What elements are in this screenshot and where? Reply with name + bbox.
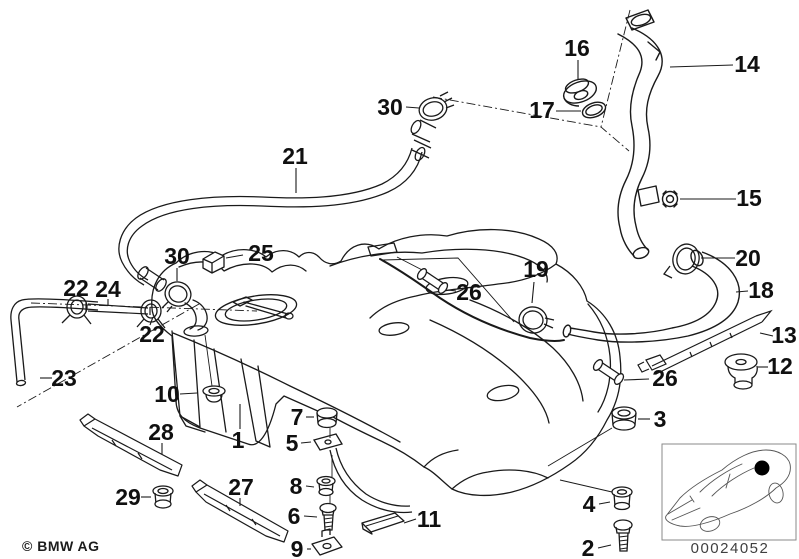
part-callout-6: 6: [288, 503, 301, 529]
part-callout-26: 26: [652, 365, 678, 391]
part-sealing-ring: [581, 101, 607, 119]
centerline-dashdot: [16, 9, 631, 408]
copyright-text: © BMW AG: [22, 538, 100, 554]
part-callout-10: 10: [154, 381, 180, 407]
part-fuel-tank: [151, 228, 622, 497]
part-callout-18: 18: [748, 277, 774, 303]
part-callout-22: 22: [63, 275, 89, 301]
part-bushing-3: [611, 406, 637, 431]
part-callout-27: 27: [228, 474, 254, 500]
tank-location-dot: [754, 460, 770, 476]
part-rubber-pad-11: [361, 512, 405, 535]
part-heat-shield-27: [191, 479, 289, 543]
part-callout-21: 21: [282, 143, 308, 169]
part-hose-clamp-19: [518, 306, 555, 334]
part-callout-2: 2: [582, 535, 595, 559]
part-spacer-26-left: [416, 268, 449, 294]
part-callout-5: 5: [286, 430, 299, 456]
part-callout-15: 15: [736, 185, 762, 211]
part-callout-28: 28: [148, 419, 174, 445]
part-filler-hose-18: [562, 249, 740, 343]
car-location-inset: [661, 443, 797, 541]
part-callout-24: 24: [95, 276, 121, 302]
part-spacer-26-right: [592, 359, 625, 385]
part-connector-pipe-24: [85, 303, 151, 315]
part-vent-hose-23: [10, 298, 99, 387]
pointer-lines: [204, 256, 613, 493]
part-grommet-10: [202, 385, 226, 403]
part-plug-12: [724, 353, 758, 390]
part-callout-9: 9: [291, 536, 304, 559]
part-heat-shield-28: [79, 413, 183, 477]
part-callout-19: 19: [523, 256, 549, 282]
part-callout-3: 3: [654, 406, 667, 432]
part-callout-8: 8: [290, 473, 303, 499]
part-callout-1: 1: [232, 427, 245, 453]
part-clamp-22-right: [136, 299, 166, 329]
part-vent-hose-21: [118, 119, 437, 292]
part-rivet-nut-4: [611, 486, 633, 511]
part-grommet-29: [152, 485, 174, 509]
part-callout-29: 29: [115, 484, 141, 510]
leader-lines: [40, 60, 774, 550]
part-callout-23: 23: [51, 365, 77, 391]
part-callout-14: 14: [734, 51, 760, 77]
part-callout-13: 13: [771, 322, 797, 348]
part-callout-20: 20: [735, 245, 761, 271]
part-callout-30: 30: [164, 243, 190, 269]
diagram-id: 00024052: [690, 540, 770, 557]
part-callout-17: 17: [529, 97, 555, 123]
part-rivet-nut-8: [316, 475, 336, 497]
part-fuel-cap: [562, 78, 598, 107]
part-callout-7: 7: [291, 404, 304, 430]
part-hose-clamp-30-left: [161, 281, 192, 313]
part-filler-pipe: [617, 9, 679, 260]
part-callout-26: 26: [456, 279, 482, 305]
part-hose-clamp-20: [663, 243, 700, 279]
part-callout-4: 4: [583, 491, 596, 517]
part-callout-22: 22: [139, 321, 165, 347]
part-hose-clamp-30-top: [418, 91, 455, 121]
part-callout-11: 11: [417, 506, 442, 532]
part-callout-12: 12: [767, 353, 793, 379]
part-cap-nut-7: [316, 407, 338, 429]
part-clip-25: [202, 251, 225, 274]
part-strap-bracket-5: [313, 428, 413, 514]
part-callout-16: 16: [564, 35, 590, 61]
part-clip-nut-9: [311, 528, 343, 556]
part-tension-strap-13: [637, 309, 773, 375]
part-bolt-6: [319, 502, 337, 531]
part-callout-25: 25: [248, 240, 274, 266]
part-bolt-2: [613, 519, 633, 552]
part-callout-30: 30: [377, 94, 403, 120]
